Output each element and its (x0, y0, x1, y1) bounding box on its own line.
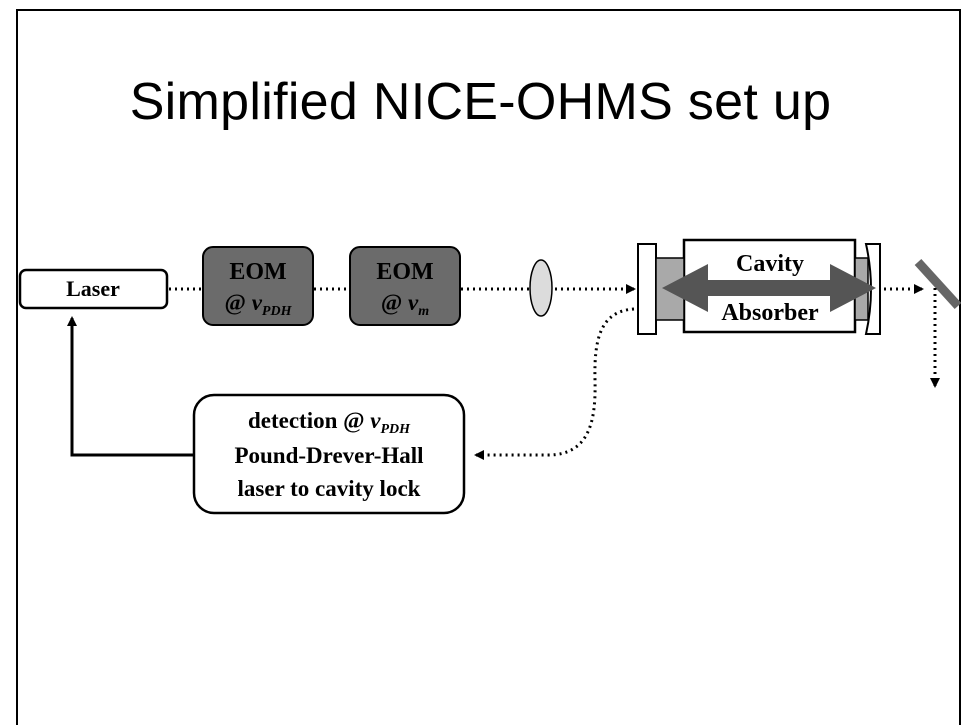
eom-pdh-line1: EOM (229, 259, 286, 285)
eom-m-line1: EOM (376, 259, 433, 285)
eom-m-line2: @ νm (381, 290, 429, 319)
laser-label: Laser (66, 276, 120, 301)
reflected-beam (474, 307, 635, 460)
slide-title: Simplified NICE-OHMS set up (129, 73, 832, 131)
detection-line3: laser to cavity lock (238, 476, 421, 501)
cavity-input-mirror (637, 243, 657, 335)
eom-pdh-box (202, 246, 314, 326)
laser-box (18, 268, 169, 310)
detection-line2: Pound-Drever-Hall (234, 443, 423, 468)
slide-frame (16, 9, 961, 725)
lens-icon (529, 259, 553, 317)
eom-pdh-line2: @ νPDH (225, 290, 293, 319)
detection-line1: detection @ νPDH (248, 408, 411, 437)
steering-mirror-icon (914, 258, 961, 310)
cavity-label: Cavity (736, 251, 804, 277)
absorber-label: Absorber (721, 300, 819, 326)
eom-m-box (349, 246, 461, 326)
cavity-double-arrow (662, 264, 876, 312)
feedback-arrow (67, 316, 194, 457)
